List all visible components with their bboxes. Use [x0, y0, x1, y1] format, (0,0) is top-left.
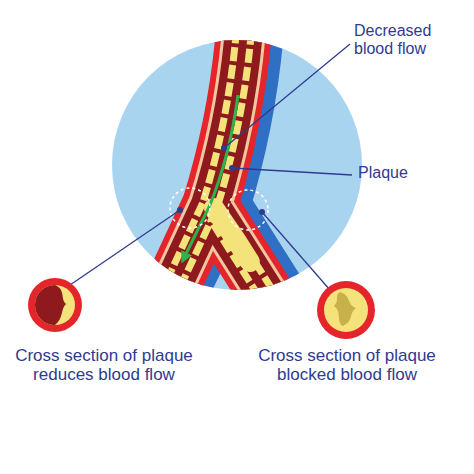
- artery: [166, 30, 278, 300]
- leader-line: [224, 44, 350, 148]
- leader-line: [70, 210, 180, 285]
- cross-section-blocked: [317, 281, 375, 339]
- leader-line: [232, 168, 352, 175]
- caption-label: Cross section of plaque reduces blood fl…: [6, 346, 202, 384]
- cross-section-narrowed: [28, 278, 82, 332]
- caption-label: Cross section of plaque blocked blood fl…: [258, 346, 436, 384]
- callout-label: Decreased blood flow: [354, 22, 466, 58]
- callout-label: Plaque: [358, 164, 458, 182]
- leader-line: [262, 212, 330, 290]
